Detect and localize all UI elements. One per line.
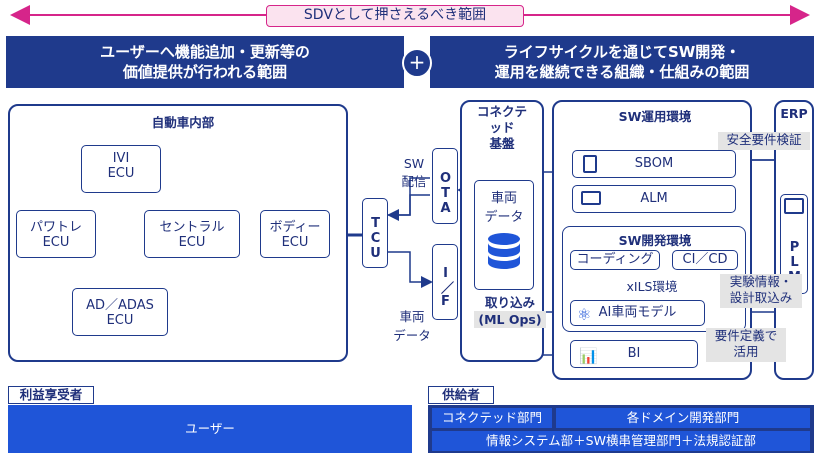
safety-note: 安全要件検証 [718, 132, 810, 150]
supplier-title: 供給者 [442, 387, 480, 402]
ingest-label: 取り込み (ML Ops) [474, 294, 546, 328]
alm-box: ALM [572, 185, 736, 213]
beneficiary-title: 利益享受者 [19, 387, 83, 402]
central-ecu: セントラル ECU [144, 210, 240, 258]
database-icon [488, 233, 520, 269]
ingest-line1: 取り込み [484, 295, 535, 310]
plus-circle: + [402, 48, 432, 78]
plus-symbol: + [408, 50, 426, 74]
connected-dept-label: コネクテッド部門 [441, 410, 542, 425]
ivi-ecu-line2: ECU [107, 166, 135, 181]
xils-label: xILS環境 [626, 279, 678, 294]
sw-dev-env-title: SW開発環境 [618, 233, 692, 248]
coding-box: コーディング [570, 250, 660, 270]
vehicle-internal-title: 自動車内部 [151, 115, 215, 130]
erp-title: ERP [780, 106, 808, 121]
vehicle-data-label: 車両 データ [388, 306, 436, 344]
vehicle-data-store: 車両 データ [474, 180, 534, 290]
body-ecu-line1: ボディー [269, 220, 321, 235]
bi-box: 📊 BI [570, 340, 698, 368]
alm-label: ALM [640, 191, 668, 206]
user-bar: ユーザー [8, 405, 412, 453]
domain-dept-label: 各ドメイン開発部門 [626, 410, 740, 425]
experiment-note-line2: 設計取込み [729, 290, 793, 305]
domain-dept-cell: 各ドメイン開発部門 [556, 408, 810, 428]
plm-label: PLM [787, 239, 802, 285]
ota-label: OTA [438, 170, 453, 216]
right-scope-band: ライフサイクルを通じてSW開発・ 運用を継続できる組織・仕組みの範囲 [430, 36, 814, 88]
ivi-ecu: IVI ECU [81, 145, 161, 193]
vehicle-data-store-line2: データ [484, 210, 524, 225]
connected-title-line2: ッド [489, 120, 515, 135]
experiment-note-line1: 実験情報・ [729, 274, 793, 289]
adas-ecu-line1: AD／ADAS [86, 298, 154, 313]
user-label: ユーザー [185, 421, 235, 436]
vehicle-data-line1: 車両 [399, 309, 425, 324]
if-box: I／F [432, 244, 458, 320]
central-ecu-line1: セントラル [159, 220, 225, 235]
powertrain-ecu-line2: ECU [42, 235, 70, 250]
right-band-line2: 運用を継続できる組織・仕組みの範囲 [494, 63, 750, 81]
tcu-label: TCU [368, 215, 383, 261]
connected-platform-title: コネクテ ッド 基盤 [462, 104, 542, 152]
cicd-box: CI／CD [672, 250, 738, 270]
connected-title-line1: コネクテ [476, 104, 527, 119]
powertrain-ecu: パワトレ ECU [16, 210, 96, 258]
connected-title-line3: 基盤 [489, 136, 515, 151]
requirements-note: 要件定義で 活用 [706, 328, 786, 362]
ingest-line2: (ML Ops) [474, 311, 546, 328]
vehicle-data-line2: データ [393, 328, 431, 343]
if-label: I／F [438, 265, 453, 309]
bar-chart-icon: 📊 [579, 347, 598, 365]
body-ecu-line2: ECU [281, 235, 309, 250]
sw-delivery-label: SW 配信 [392, 156, 436, 190]
powertrain-ecu-line1: パワトレ [29, 220, 82, 235]
experiment-note: 実験情報・ 設計取込み [720, 274, 802, 308]
bi-label: BI [627, 346, 641, 361]
ai-model-label: AI車両モデル [598, 305, 677, 320]
supplier-title-box: 供給者 [428, 386, 494, 404]
ai-model-box: ⚛ AI車両モデル [570, 300, 705, 326]
vehicle-data-store-line1: 車両 [490, 191, 517, 206]
coding-label: コーディング [576, 252, 654, 267]
adas-ecu-line2: ECU [106, 313, 134, 328]
beneficiary-title-box: 利益享受者 [8, 386, 94, 404]
left-band-line1: ユーザーへ機能追加・更新等の [100, 43, 310, 61]
atom-icon: ⚛ [577, 305, 592, 324]
sw-ops-title: SW運用環境 [618, 109, 692, 124]
left-band-line2: 価値提供が行われる範囲 [122, 63, 288, 81]
cicd-label: CI／CD [682, 252, 728, 267]
ota-box: OTA [432, 148, 458, 224]
monitor-icon [581, 191, 601, 205]
body-ecu: ボディー ECU [260, 210, 330, 258]
right-band-line1: ライフサイクルを通じてSW開発・ [503, 43, 741, 61]
requirements-note-line2: 活用 [733, 344, 759, 359]
adas-ecu: AD／ADAS ECU [72, 288, 168, 336]
scope-banner: SDVとして押さえるべき範囲 [266, 5, 524, 27]
plm-monitor-icon [784, 198, 804, 214]
scope-banner-text: SDVとして押さえるべき範囲 [303, 7, 487, 23]
left-scope-band: ユーザーへ機能追加・更新等の 価値提供が行われる範囲 [6, 36, 404, 88]
sw-delivery-line2: 配信 [401, 174, 427, 189]
document-icon [583, 155, 597, 173]
sbom-label: SBOM [634, 156, 674, 171]
it-dept-cell: 情報システム部＋SW横串管理部門＋法規認証部 [432, 431, 810, 451]
it-dept-label: 情報システム部＋SW横串管理部門＋法規認証部 [486, 433, 756, 448]
tcu-box: TCU [362, 198, 388, 268]
central-ecu-line2: ECU [178, 235, 206, 250]
ivi-ecu-line1: IVI [112, 151, 130, 166]
sbom-box: SBOM [572, 150, 736, 178]
connected-dept-cell: コネクテッド部門 [432, 408, 552, 428]
sw-delivery-line1: SW [403, 156, 425, 171]
requirements-note-line1: 要件定義で [714, 328, 778, 343]
